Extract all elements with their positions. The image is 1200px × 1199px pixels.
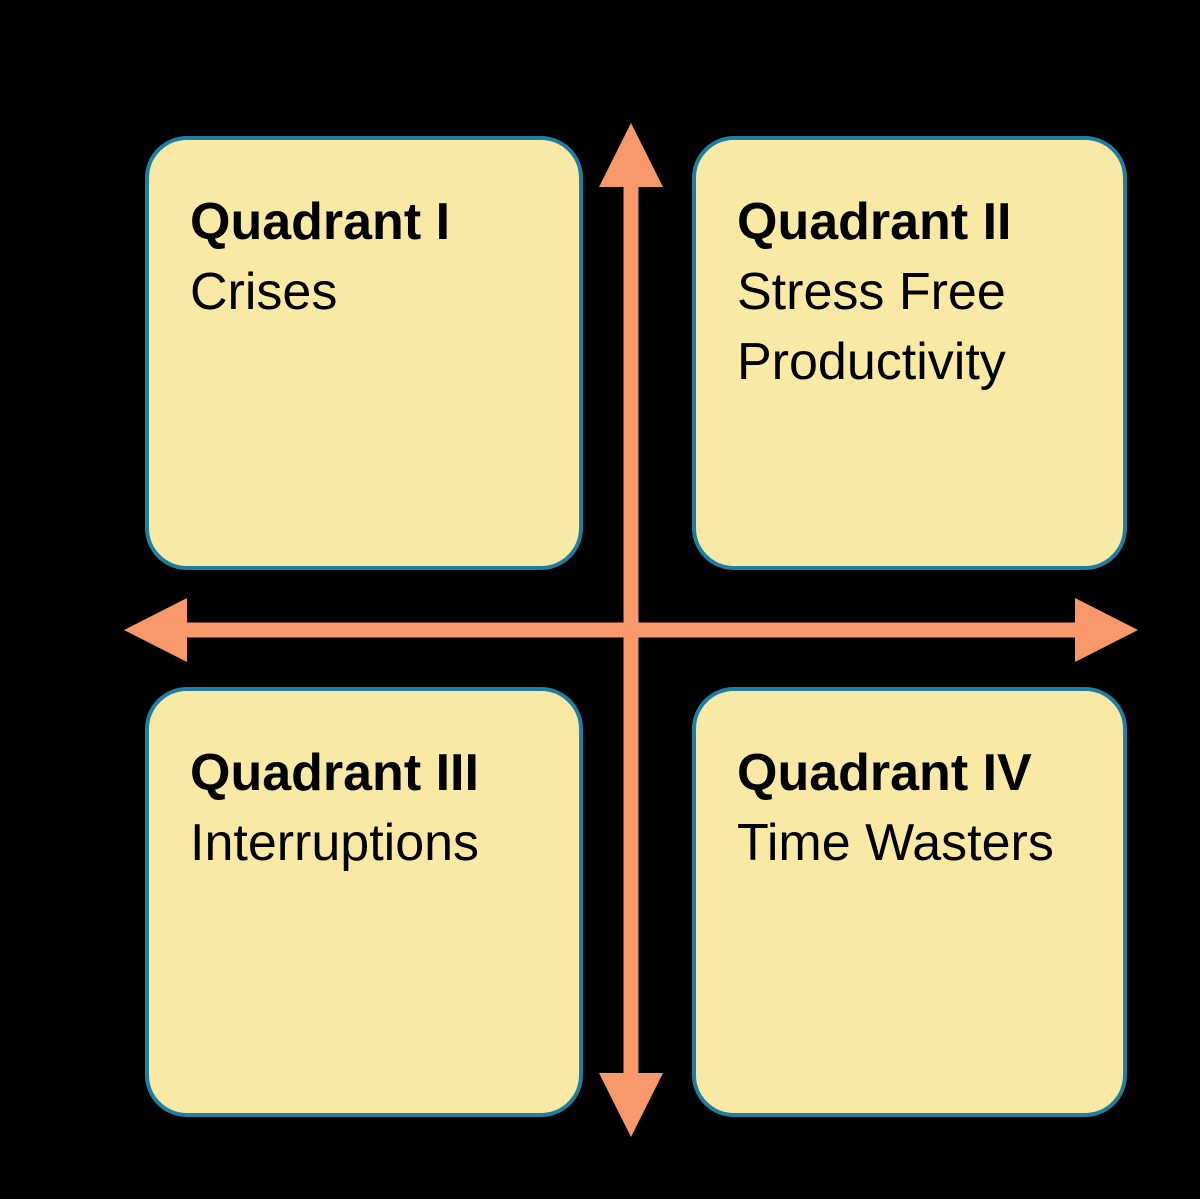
quadrant-1-label: Crises <box>190 263 338 321</box>
quadrant-3-title: Quadrant III <box>190 744 479 802</box>
quadrant-1-title: Quadrant I <box>190 193 451 251</box>
quadrant-2-box: Quadrant II Stress Free Productivity <box>692 136 1127 570</box>
quadrant-2-label-line-2: Productivity <box>737 333 1006 391</box>
quadrant-3-label: Interruptions <box>190 814 480 872</box>
horizontal-axis-arrow-icon <box>124 598 1138 662</box>
quadrant-2-label-line-1: Stress Free <box>737 263 1006 321</box>
quadrant-4-box: Quadrant IV Time Wasters <box>692 687 1127 1117</box>
quadrant-2-title: Quadrant II <box>737 193 1012 251</box>
quadrant-4-title: Quadrant IV <box>737 744 1032 802</box>
quadrant-4-label: Time Wasters <box>737 814 1054 872</box>
quadrant-3-box: Quadrant III Interruptions <box>145 687 583 1117</box>
quadrant-1-box: Quadrant I Crises <box>145 136 583 570</box>
